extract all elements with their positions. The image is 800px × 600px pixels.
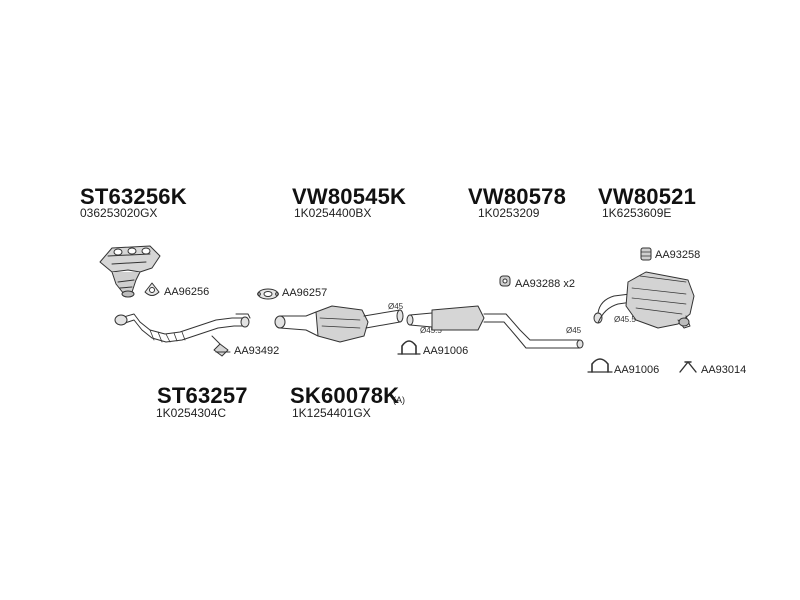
oem-number-1k0254400bx: 1K0254400BX: [294, 206, 372, 220]
part-number-vw80545k: VW80545K: [292, 184, 407, 209]
clamp-icon-aa91006: [397, 340, 421, 355]
accessory-code-aa96256: AA96256: [164, 286, 210, 298]
diameter-label-mid-outlet: Ø45: [566, 326, 582, 335]
hanger-icon-aa93288: [499, 275, 511, 287]
accessory-code-aa93288: AA93288 x2: [515, 278, 575, 290]
exhaust-manifold-part: [99, 245, 161, 298]
rear-silencer-part: [593, 271, 695, 329]
part-number-vw80521: VW80521: [598, 184, 697, 209]
front-pipe-part: [114, 313, 251, 343]
diameter-label-cat-outlet: Ø45: [388, 302, 404, 311]
oem-number-1k0253209: 1K0253209: [478, 206, 540, 220]
clamp-icon-aa91006-rear: [587, 358, 613, 373]
oem-number-1k0254304c: 1K0254304C: [156, 406, 227, 420]
accessory-code-aa93492: AA93492: [234, 345, 280, 357]
accessory-code-aa91006-rear: AA91006: [614, 364, 660, 376]
accessory-code-aa93258: AA93258: [655, 249, 701, 261]
diameter-label-rear-inlet: Ø45.5: [614, 315, 636, 324]
part-number-sk60078k: SK60078K: [290, 383, 400, 408]
accessory-code-aa96257: AA96257: [282, 287, 328, 299]
middle-silencer-part: [406, 305, 584, 349]
accessory-code-aa91006: AA91006: [423, 345, 469, 357]
accessory-code-aa93014: AA93014: [701, 364, 747, 376]
sensor-icon-aa93492: [211, 335, 231, 357]
mount-icon-aa93258: [640, 247, 652, 261]
gasket-icon-aa96257: [257, 288, 279, 300]
part-number-vw80578: VW80578: [468, 184, 567, 209]
gasket-icon-aa96256: [144, 282, 160, 296]
variant-note: (A): [393, 395, 405, 405]
oem-number-1k6253609e: 1K6253609E: [602, 206, 672, 220]
part-number-st63257: ST63257: [157, 383, 248, 408]
catalytic-converter-part: [274, 305, 404, 343]
diameter-label-mid-inlet: Ø45.5: [420, 326, 442, 335]
oem-number-036253020gx: 036253020GX: [80, 206, 158, 220]
bracket-icon-aa93014: [679, 361, 697, 373]
part-number-st63256k: ST63256K: [80, 184, 187, 209]
oem-number-1k1254401gx: 1K1254401GX: [292, 406, 371, 420]
